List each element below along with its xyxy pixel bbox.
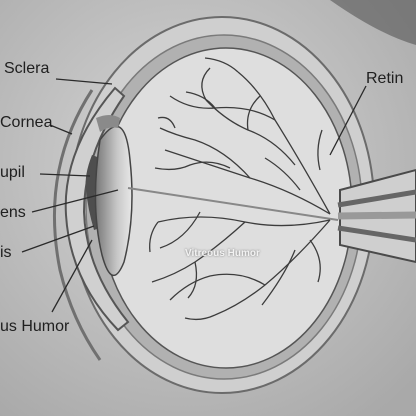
label-iris: is xyxy=(0,244,12,261)
lens xyxy=(94,125,133,276)
vitreous-body xyxy=(99,47,353,369)
label-retina: Retin xyxy=(366,70,404,87)
label-aqueous-humor: us Humor xyxy=(0,318,70,335)
optic-nerve-stripe xyxy=(337,189,416,243)
optic-nerve-stripe-inner xyxy=(337,211,416,220)
label-vitreous-humor: Vitreous Humor xyxy=(185,248,260,259)
label-lens: ens xyxy=(0,204,26,221)
leader-lines xyxy=(21,78,367,313)
label-sclera: Sclera xyxy=(4,60,50,77)
ciliary-body xyxy=(96,115,120,132)
visual-axis xyxy=(127,187,339,221)
top-right-shadow xyxy=(330,0,416,45)
blood-vessels-lower xyxy=(149,211,331,321)
blood-vessels-upper xyxy=(154,57,331,215)
label-cornea: Cornea xyxy=(0,114,53,131)
label-pupil: upil xyxy=(0,164,25,181)
